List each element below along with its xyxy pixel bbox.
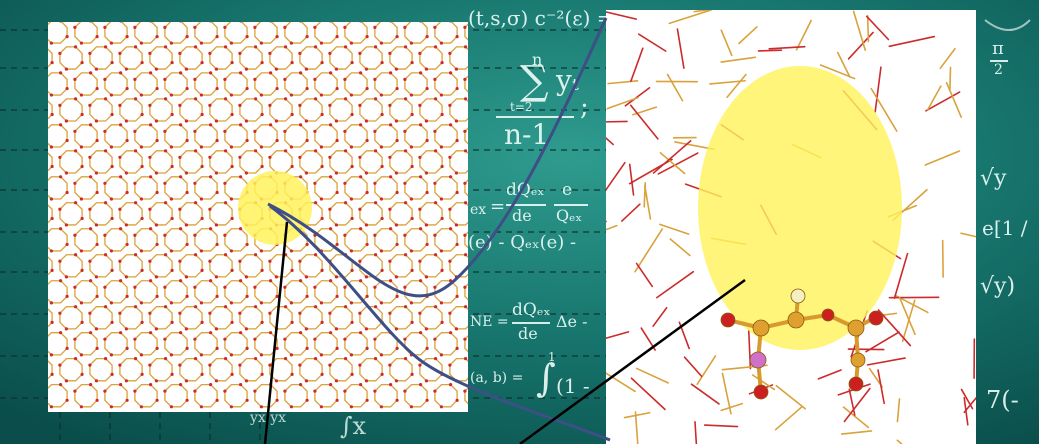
formula-sum-symbol: ∑: [520, 58, 549, 104]
formula-ne-tail: Δe -: [556, 312, 588, 331]
formula-right-sqrt2: √y): [980, 274, 1016, 299]
formula-fraction-den: n-1: [504, 118, 550, 151]
formula-ex-frac1-den: de: [512, 206, 532, 225]
formula-integral-tail: (1 -: [556, 374, 590, 398]
formula-ex-eq: =: [490, 196, 506, 217]
formula-ex-frac2-num: e: [562, 180, 573, 200]
formula-right-e: e[1 /: [982, 216, 1028, 240]
formula-bottom-yx: yx yx: [250, 410, 287, 426]
adsorbed-molecule: [720, 288, 884, 400]
formula-bottom-sx: ∫x: [340, 412, 367, 440]
formula-right-pi-den: 2: [994, 62, 1003, 78]
formula-right-pi-bar: [990, 60, 1008, 62]
zoomed-pore-structure: [606, 10, 976, 444]
formula-ne-label: NE =: [470, 314, 509, 330]
formula-integral-left: (a, b) =: [470, 370, 524, 386]
formula-right-sqrt1: √y: [980, 166, 1007, 191]
formula-line-e: (e) - Qₑₓ(e) -: [468, 232, 577, 253]
formula-right-pi: π: [992, 38, 1004, 59]
formula-ne-frac-num: dQₑₓ: [512, 300, 551, 320]
zeolite-framework-lattice: [48, 22, 468, 409]
formula-sum-body: yₜ: [556, 64, 579, 97]
formula-ex-left: ex: [470, 202, 487, 218]
formula-ne-frac-den: de: [518, 324, 538, 343]
pore-highlight-ellipse: [698, 66, 902, 350]
formula-integral-symbol: ∫: [536, 356, 556, 400]
formula-ex-frac2-den: Qₑₓ: [556, 206, 583, 225]
formula-ex-frac1-num: dQₑₓ: [506, 180, 545, 200]
framework-overview-panel: [48, 22, 468, 412]
pore-detail-panel: [606, 10, 976, 444]
formula-sum-lower: t=2: [510, 100, 533, 114]
formula-fraction-tail: ;: [580, 92, 589, 122]
formula-right-seven: 7(-: [986, 386, 1019, 414]
